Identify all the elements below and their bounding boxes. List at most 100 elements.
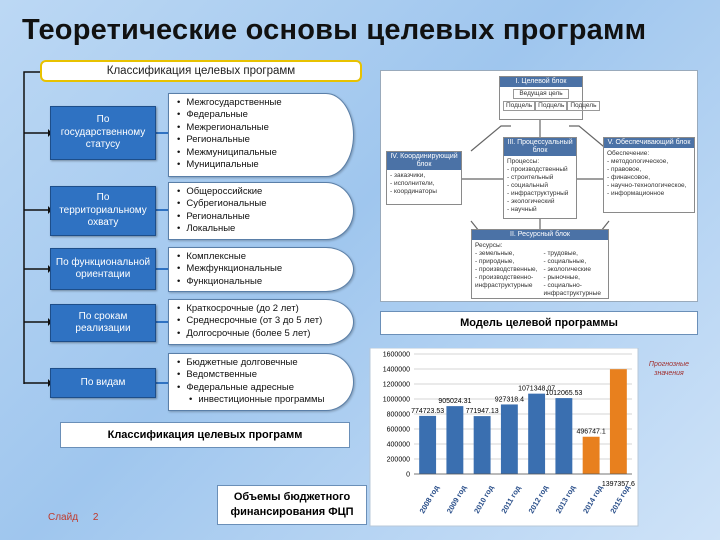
slide-footer: Слайд 2 <box>48 512 110 523</box>
list-item: - экологические <box>543 266 591 273</box>
model-diagram: I. Целевой блок Ведущая цель Подцель Под… <box>380 70 698 302</box>
block-resource-title: II. Ресурсный блок <box>472 230 608 240</box>
block-coordinating-title: IV. Координирующий блок <box>387 152 461 170</box>
list-item: инфраструктурные <box>475 282 533 289</box>
list-item: Бюджетные долговечные <box>177 357 343 369</box>
list-item: Общероссийские <box>177 186 343 198</box>
bar <box>582 436 600 474</box>
row-label-territory: По территориальному охвату <box>50 186 156 236</box>
y-tick-label: 1600000 <box>383 352 410 359</box>
data-label: 774723.53 <box>411 408 444 415</box>
bar <box>528 393 546 474</box>
forecast-note: Прогнозные значения <box>648 361 690 377</box>
bar <box>609 369 627 474</box>
list-item: - заказчики, <box>390 172 426 179</box>
data-label: 927318.4 <box>495 396 524 403</box>
list-item: - природные, <box>475 258 515 265</box>
data-label: 496747.1 <box>577 429 606 436</box>
row-label-function: По функциональной ориентации <box>50 248 156 290</box>
list-item: - социально- <box>543 282 582 289</box>
list-item: Локальные <box>177 223 343 235</box>
list-item: инфраструктурные <box>543 290 601 297</box>
budget-chart-svg: 0 200000 400000 600000 800000 1000000 1200000 1… <box>369 348 639 527</box>
list-item: Комплексные <box>177 251 343 263</box>
y-tick-label: 0 <box>406 472 410 479</box>
list-item: - исполнители, <box>390 180 435 187</box>
row-label-kinds: По видам <box>50 368 156 398</box>
bubble-territory: Общероссийские Субрегиональные Региональ… <box>168 182 354 240</box>
list-item: - координаторы <box>390 188 437 195</box>
list-item: Межмуниципальные <box>177 147 343 159</box>
list-item: - социальные, <box>543 258 587 265</box>
model-caption: Модель целевой программы <box>380 311 698 335</box>
list-item: - научный <box>507 206 537 213</box>
slide-number: 2 <box>92 512 99 523</box>
classification-caption: Классификация целевых программ <box>60 422 350 448</box>
list-item: - информационное <box>607 190 665 197</box>
page-title: Теоретические основы целевых программ <box>22 14 647 46</box>
list-item: Региональные <box>177 211 343 223</box>
bar <box>419 415 437 474</box>
y-tick-label: 1400000 <box>383 367 410 374</box>
bubble-kinds: Бюджетные долговечные Ведомственные Феде… <box>168 353 354 411</box>
budget-chart: 0 200000 400000 600000 800000 1000000 1200000 1… <box>368 348 710 528</box>
list-item: Федеральные <box>177 109 343 121</box>
list-item: Региональные <box>177 134 343 146</box>
bubble-terms: Краткосрочные (до 2 лет) Среднесрочные (… <box>168 299 354 345</box>
block-target-goal: Ведущая цель <box>513 89 569 99</box>
list-item: Межфункциональные <box>177 263 343 275</box>
y-tick-label: 600000 <box>387 427 410 434</box>
slide-label: Слайд <box>48 512 79 523</box>
list-item: Процессы: <box>507 158 540 165</box>
list-item: - производственный <box>507 166 568 173</box>
list-item: Федеральные адресные <box>177 382 343 394</box>
list-item: - экологический <box>507 198 555 205</box>
list-item: Ресурсы: <box>475 242 503 249</box>
list-item: - земельные, <box>475 250 515 257</box>
classification-header: Классификация целевых программ <box>40 60 362 82</box>
subgoal-cell: Подцель <box>503 101 536 111</box>
budget-caption: Объемы бюджетного финансирования ФЦП <box>217 485 367 525</box>
list-item: Межгосударственные <box>177 97 343 109</box>
row-label-terms: По срокам реализации <box>50 304 156 342</box>
list-item: - методологическое, <box>607 158 669 165</box>
list-item: - производственные, <box>475 266 538 273</box>
data-label: 1071348.07 <box>518 386 555 393</box>
list-item: Муниципальные <box>177 159 343 171</box>
data-label: 905024.31 <box>438 398 471 405</box>
block-support: V. Обеспечивающий блок Обеспечение: - ме… <box>603 137 695 213</box>
list-item: - социальный <box>507 182 548 189</box>
bubble-status: Межгосударственные Федеральные Межрегион… <box>168 93 354 177</box>
list-item: Краткосрочные (до 2 лет) <box>177 303 343 315</box>
data-label: 1012065.53 <box>545 390 582 397</box>
subgoal-cell: Подцель <box>567 101 600 111</box>
list-item: Ведомственные <box>177 369 343 381</box>
list-item: Межрегиональные <box>177 122 343 134</box>
list-item: Обеспечение: <box>607 150 650 157</box>
bubble-function: Комплексные Межфункциональные Функционал… <box>168 247 354 292</box>
y-tick-label: 200000 <box>387 457 410 464</box>
y-tick-label: 1000000 <box>383 397 410 404</box>
y-tick-label: 800000 <box>387 412 410 419</box>
block-process-title: III. Процессуальный блок <box>504 138 576 156</box>
list-item: - производственно- <box>475 274 534 281</box>
block-target: I. Целевой блок Ведущая цель Подцель Под… <box>499 76 600 120</box>
bar <box>555 398 573 474</box>
bar <box>500 404 518 474</box>
bar <box>473 416 491 474</box>
bar <box>446 406 464 474</box>
row-label-status: По государственному статусу <box>50 106 156 160</box>
list-item: Функциональные <box>177 276 343 288</box>
list-item: Долгосрочные (более 5 лет) <box>177 328 343 340</box>
y-tick-label: 400000 <box>387 442 410 449</box>
list-item: - строительный <box>507 174 554 181</box>
list-item: - трудовые, <box>543 250 578 257</box>
y-tick-label: 1200000 <box>383 382 410 389</box>
block-coordinating: IV. Координирующий блок - заказчики, - и… <box>386 151 462 205</box>
list-item: - финансовое, <box>607 174 651 181</box>
list-item: Субрегиональные <box>177 198 343 210</box>
data-label: 1397357.6 <box>602 481 635 488</box>
block-target-title: I. Целевой блок <box>500 77 582 87</box>
data-label: 771947.13 <box>466 408 499 415</box>
block-support-title: V. Обеспечивающий блок <box>604 138 694 148</box>
